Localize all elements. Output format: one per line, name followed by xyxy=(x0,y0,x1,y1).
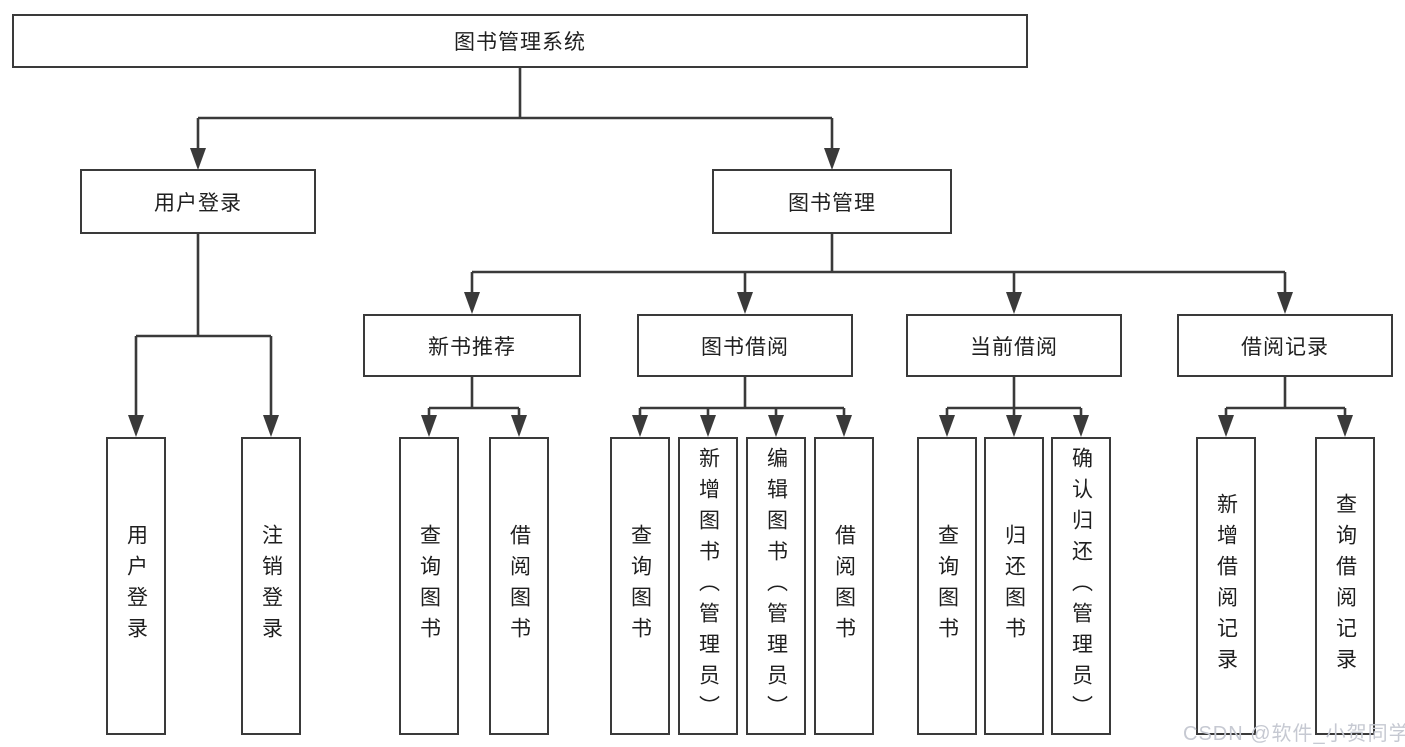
node-label: 编辑图书（管理员） xyxy=(764,446,788,726)
connector-borrowing-records-to-leaves xyxy=(1218,377,1353,437)
node-label: 当前借阅 xyxy=(970,335,1058,359)
node-new-book-recommendation: 新书推荐 xyxy=(363,314,581,377)
node-label: 新增借阅记录 xyxy=(1214,493,1238,679)
node-leaf-user-login: 用户登录 xyxy=(106,437,166,735)
node-label: 确认归还（管理员） xyxy=(1069,446,1093,726)
node-label: 归还图书 xyxy=(1002,524,1026,648)
csdn-watermark: CSDN @软件_小贺同学 xyxy=(1183,723,1405,745)
node-label: 图书管理 xyxy=(788,191,876,215)
connector-user-login-to-leaves xyxy=(128,234,279,437)
node-leaf-borrow-books-recommend: 借阅图书 xyxy=(489,437,549,735)
node-label: 用户登录 xyxy=(124,524,148,648)
node-label: 借阅记录 xyxy=(1241,335,1329,359)
node-leaf-logout: 注销登录 xyxy=(241,437,301,735)
node-label: 注销登录 xyxy=(259,524,283,648)
node-book-management: 图书管理 xyxy=(712,169,952,234)
node-label: 查询借阅记录 xyxy=(1333,493,1357,679)
node-label: 用户登录 xyxy=(154,191,242,215)
node-label: 借阅图书 xyxy=(832,524,856,648)
node-label: 图书借阅 xyxy=(701,335,789,359)
node-leaf-query-borrow-record: 查询借阅记录 xyxy=(1315,437,1375,735)
node-leaf-return-books: 归还图书 xyxy=(984,437,1044,735)
node-label: 借阅图书 xyxy=(507,524,531,648)
node-label: 新书推荐 xyxy=(428,335,516,359)
node-library-management-system: 图书管理系统 xyxy=(12,14,1028,68)
node-leaf-query-books-borrowing: 查询图书 xyxy=(610,437,670,735)
connector-book-borrowing-to-leaves xyxy=(632,377,852,437)
node-leaf-query-books-current: 查询图书 xyxy=(917,437,977,735)
node-leaf-add-books-admin: 新增图书（管理员） xyxy=(678,437,738,735)
node-book-borrowing: 图书借阅 xyxy=(637,314,853,377)
connector-current-borrowing-to-leaves xyxy=(939,377,1089,437)
node-label: 图书管理系统 xyxy=(454,31,586,54)
node-borrowing-records: 借阅记录 xyxy=(1177,314,1393,377)
node-label: 新增图书（管理员） xyxy=(696,446,720,726)
connector-book-management-to-level3 xyxy=(464,234,1293,314)
node-leaf-confirm-return-admin: 确认归还（管理员） xyxy=(1051,437,1111,735)
node-label: 查询图书 xyxy=(628,524,652,648)
node-leaf-borrow-books-borrowing: 借阅图书 xyxy=(814,437,874,735)
node-label: 查询图书 xyxy=(935,524,959,648)
node-leaf-edit-books-admin: 编辑图书（管理员） xyxy=(746,437,806,735)
node-user-login: 用户登录 xyxy=(80,169,316,234)
node-leaf-add-borrow-record: 新增借阅记录 xyxy=(1196,437,1256,735)
connector-root-to-level2 xyxy=(190,68,840,170)
node-label: 查询图书 xyxy=(417,524,441,648)
connector-new-book-recommendation-to-leaves xyxy=(421,377,527,437)
node-leaf-query-books-recommend: 查询图书 xyxy=(399,437,459,735)
node-current-borrowing: 当前借阅 xyxy=(906,314,1122,377)
